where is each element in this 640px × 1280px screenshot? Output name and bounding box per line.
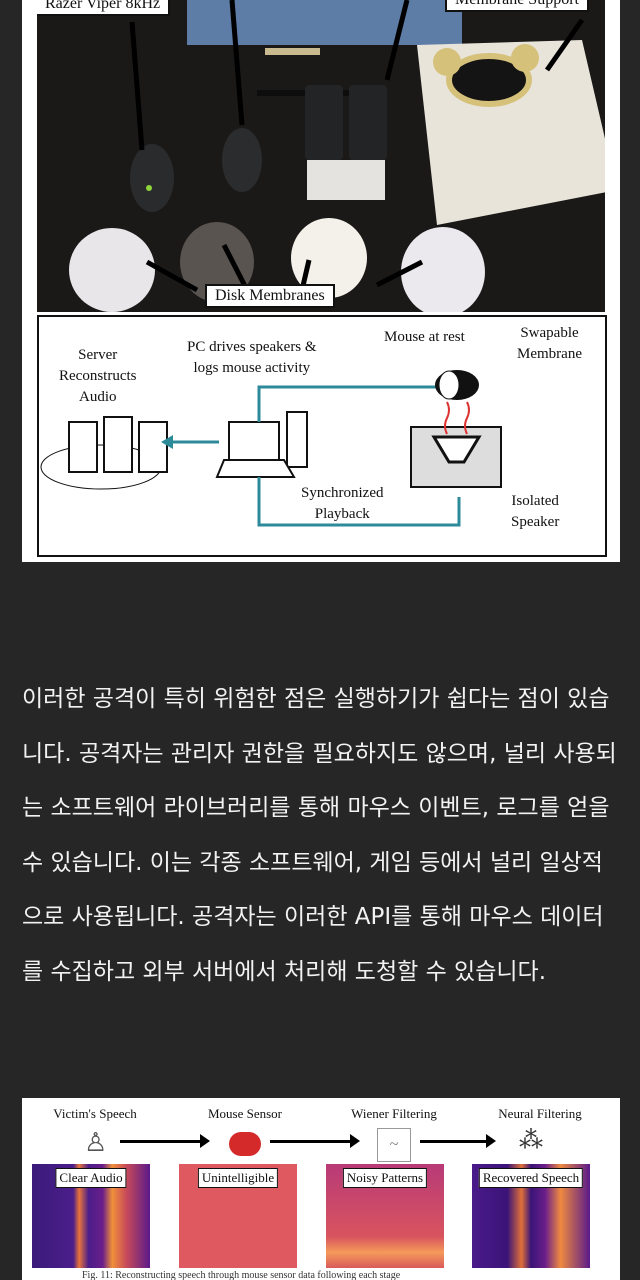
article-paragraph-text: 이러한 공격이 특히 위험한 점은 실행하기가 쉽다는 점이 있습니다. 공격자… — [22, 686, 617, 985]
label-disk-membranes: Disk Membranes — [205, 284, 335, 308]
spectrogram-clear: Clear Audio — [32, 1164, 150, 1268]
stage-mouse-sensor: Mouse Sensor — [207, 1106, 283, 1121]
arrow-icon — [270, 1134, 360, 1148]
spectrogram-recovered: Recovered Speech — [472, 1164, 590, 1268]
speech-reconstruction-figure: Victim's Speech Mouse Sensor Wiener Filt… — [22, 1098, 620, 1280]
label-razer-viper: Razer Viper 8kHz — [37, 0, 171, 16]
stage-neural-filtering: Neural Filtering — [498, 1106, 582, 1121]
pipeline-diagram: Server Reconstructs Audio PC drives spea… — [37, 315, 607, 557]
label-mouse-rest: Mouse at rest — [384, 329, 465, 345]
label-clear-audio: Clear Audio — [55, 1168, 127, 1188]
label-membrane-support: Membrane Support — [445, 0, 589, 12]
spectrogram-noisy: Noisy Patterns — [326, 1164, 444, 1268]
arrow-icon — [120, 1134, 210, 1148]
spectrogram-unintelligible: Unintelligible — [179, 1164, 297, 1268]
arrow-icon — [420, 1134, 496, 1148]
wave-icon: ~ — [377, 1128, 411, 1162]
label-unintelligible: Unintelligible — [197, 1168, 279, 1188]
label-isolated: Isolated Speaker — [511, 493, 560, 530]
label-server: Server Reconstructs Audio — [59, 347, 137, 405]
mouse-icon — [229, 1132, 261, 1156]
label-swapable: Swapable Membrane — [517, 325, 582, 362]
label-sync: Synchronized Playback — [301, 485, 384, 522]
person-icon: ♙ — [84, 1128, 108, 1157]
label-pc: PC drives speakers & logs mouse activity — [187, 339, 317, 376]
article-paragraph: 이러한 공격이 특히 위험한 점은 실행하기가 쉽다는 점이 있습니다. 공격자… — [22, 672, 622, 999]
setup-photo: Razer Viper 8kHz Membrane Support Disk M… — [37, 0, 605, 312]
label-recovered-speech: Recovered Speech — [478, 1168, 584, 1188]
neural-network-icon: ⁂ — [519, 1128, 543, 1154]
stage-wiener-filtering: Wiener Filtering — [351, 1106, 437, 1121]
label-noisy-patterns: Noisy Patterns — [342, 1168, 428, 1188]
experiment-setup-figure: Razer Viper 8kHz Membrane Support Disk M… — [22, 0, 620, 562]
figure-caption: Fig. 11: Reconstructing speech through m… — [82, 1270, 401, 1280]
stage-victim-speech: Victim's Speech — [53, 1106, 137, 1121]
